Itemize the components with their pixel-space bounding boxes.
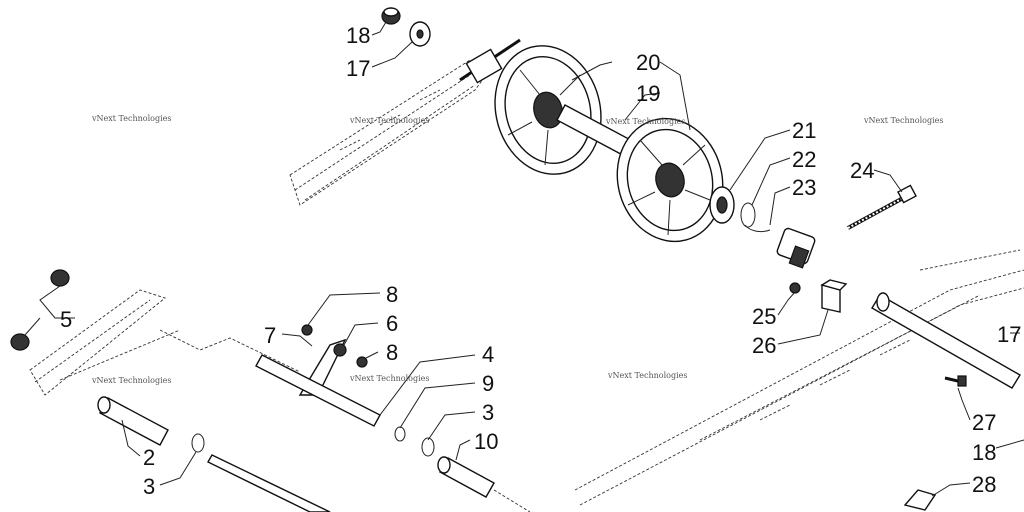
watermark: vNext Technologies [349, 374, 429, 383]
callout-8-lower: 8 [386, 340, 398, 365]
bolt-27 [944, 375, 967, 387]
callout-4: 4 [482, 342, 494, 367]
nut-25 [789, 282, 801, 294]
callout-27: 27 [972, 410, 996, 435]
washer-3-right [421, 437, 435, 457]
callout-21: 21 [792, 118, 816, 143]
callout-28: 28 [972, 472, 996, 497]
block-26 [820, 279, 848, 313]
ring-9 [394, 426, 406, 442]
bearing-21 [709, 186, 735, 224]
callout-23: 23 [792, 175, 816, 200]
tube-2 [97, 396, 169, 446]
callout-3-left: 3 [143, 474, 155, 499]
watermark: vNext Technologies [863, 116, 943, 125]
upper-left-rail [289, 59, 491, 206]
wheel-20-rear [494, 45, 602, 175]
nuts-5 [10, 269, 70, 351]
watermark: vNext Technologies [91, 376, 171, 385]
callout-8-upper: 8 [386, 282, 398, 307]
shaft-4 [255, 354, 381, 427]
callout-10: 10 [474, 429, 498, 454]
lower-left-rail [29, 289, 181, 396]
bolt-24 [847, 184, 917, 230]
part-18-top [381, 7, 401, 25]
bracket-28 [903, 489, 937, 511]
callout-26: 26 [752, 333, 776, 358]
right-rail [574, 249, 1024, 506]
callout-6: 6 [386, 311, 398, 336]
tension-bolt [459, 38, 521, 84]
watermark: vNext Technologies [91, 114, 171, 123]
part-17-top [409, 21, 431, 47]
clip-23 [744, 224, 771, 233]
callout-7: 7 [264, 323, 276, 348]
watermark: vNext Technologies [607, 371, 687, 380]
wheel-20-front [616, 117, 724, 243]
callout-2: 2 [143, 445, 155, 470]
lower-center-line [159, 329, 531, 512]
callout-22: 22 [792, 147, 816, 172]
watermark: vNext Technologies [605, 117, 685, 126]
callout-20: 20 [636, 50, 660, 75]
callout-3-right: 3 [482, 400, 494, 425]
ring-22 [740, 202, 756, 228]
callout-18-right: 18 [972, 440, 996, 465]
watermark: vNext Technologies [349, 116, 429, 125]
callout-9: 9 [482, 371, 494, 396]
right-axle-tube [871, 292, 1021, 389]
callout-19: 19 [636, 81, 660, 106]
tube-10 [437, 456, 495, 498]
callout-24: 24 [850, 158, 874, 183]
callout-5: 5 [60, 307, 72, 332]
callout-18-top: 18 [346, 23, 370, 48]
washer-3-left [191, 433, 205, 453]
callout-17-right: 17 [997, 322, 1021, 347]
callout-17-top: 17 [346, 56, 370, 81]
long-shaft [207, 454, 331, 512]
leader-lines [24, 21, 1024, 497]
callout-25: 25 [752, 304, 776, 329]
adjuster-block [776, 227, 816, 269]
